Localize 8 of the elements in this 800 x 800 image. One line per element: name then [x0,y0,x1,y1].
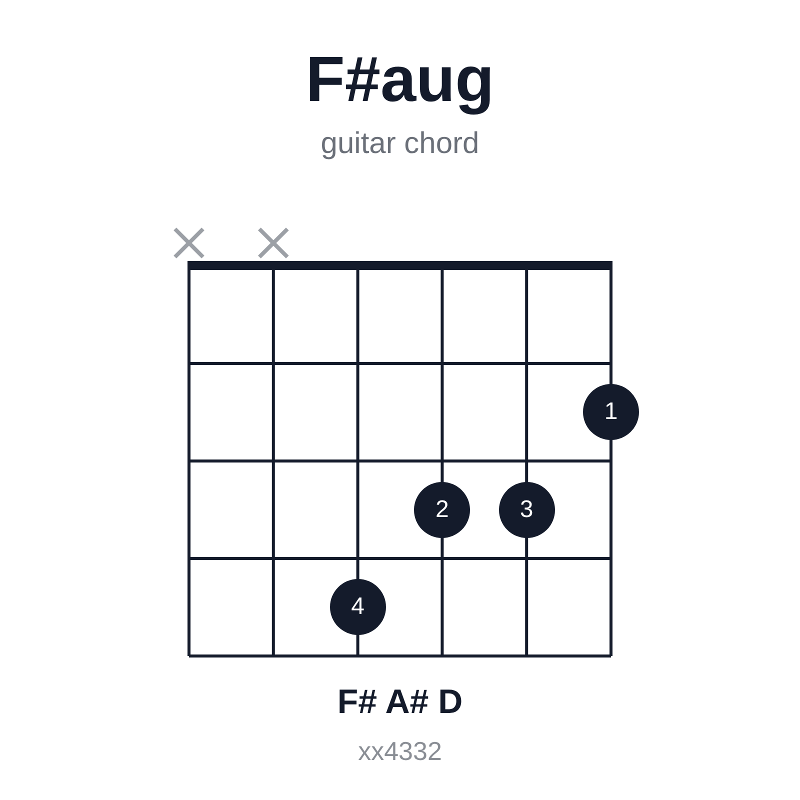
finger-dot: 2 [414,482,470,538]
fingering-code: xx4332 [357,736,443,767]
finger-dot: 3 [498,482,555,538]
finger-dot: 4 [330,579,386,636]
subtitle: guitar chord [320,127,480,161]
chord-notes: F# A# D [336,683,464,722]
finger-dot: 1 [583,384,639,440]
chord-title: F#aug [304,42,496,116]
